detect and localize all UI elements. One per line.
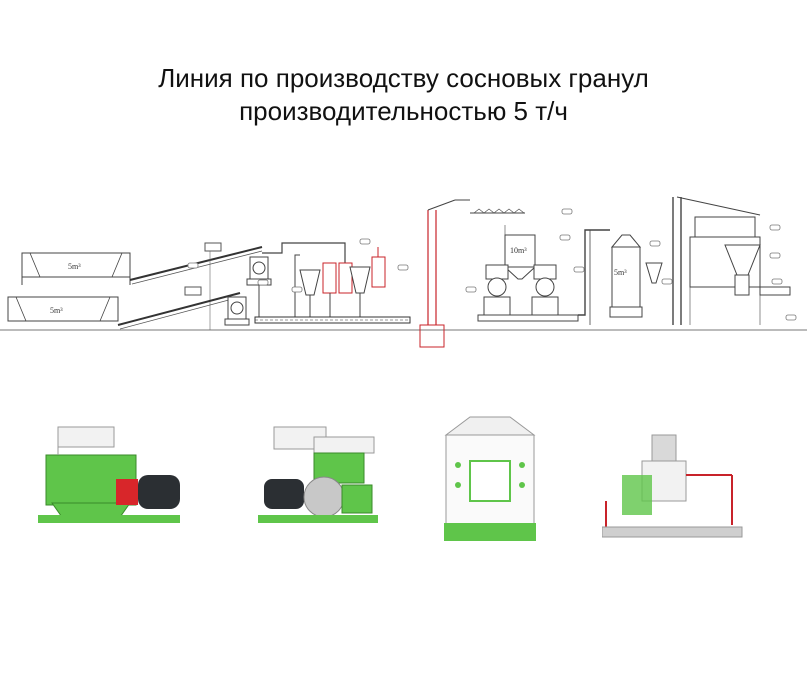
cooler-label: 5m³ [614,268,627,277]
belt-conveyor-bottom [117,286,241,330]
pellet-mill-schematic-1 [483,264,511,316]
packing-schematic [672,196,791,325]
pellet-mill-schematic-2 [531,264,559,316]
storage-bin-top: 5m³ [21,252,131,285]
storage-bin-bottom: 5m³ [7,296,119,322]
silo-label: 10m³ [510,246,527,255]
screw-conveyor [254,316,411,324]
counterflow-cooler-image [444,416,536,541]
cooler-schematic: 5m³ [609,234,663,318]
title-line-2: производительностью 5 т/ч [239,96,568,126]
hammer-mill-schematic-2 [224,296,250,326]
callout-tags [187,208,797,321]
silo-10m3: 10m³ [470,208,537,280]
page-title: Линия по производству сосновых гранул пр… [0,62,807,128]
cyclone-group-1 [299,262,353,320]
pneumatic-pipe [262,242,346,265]
title-line-1: Линия по производству сосновых гранул [158,63,649,93]
bin-label-top: 5m³ [68,262,81,271]
hammer-mill-image [38,426,180,523]
ring-die-pellet-mill-image [258,426,378,523]
bin-label-bottom: 5m³ [50,306,63,315]
production-line-diagram: 5m³ 5m³ [0,196,807,348]
packing-machine-image [602,434,743,538]
bucket-elevator [419,199,470,348]
pellet-mill-platform [477,314,579,322]
cyclone-group-2 [349,247,386,320]
